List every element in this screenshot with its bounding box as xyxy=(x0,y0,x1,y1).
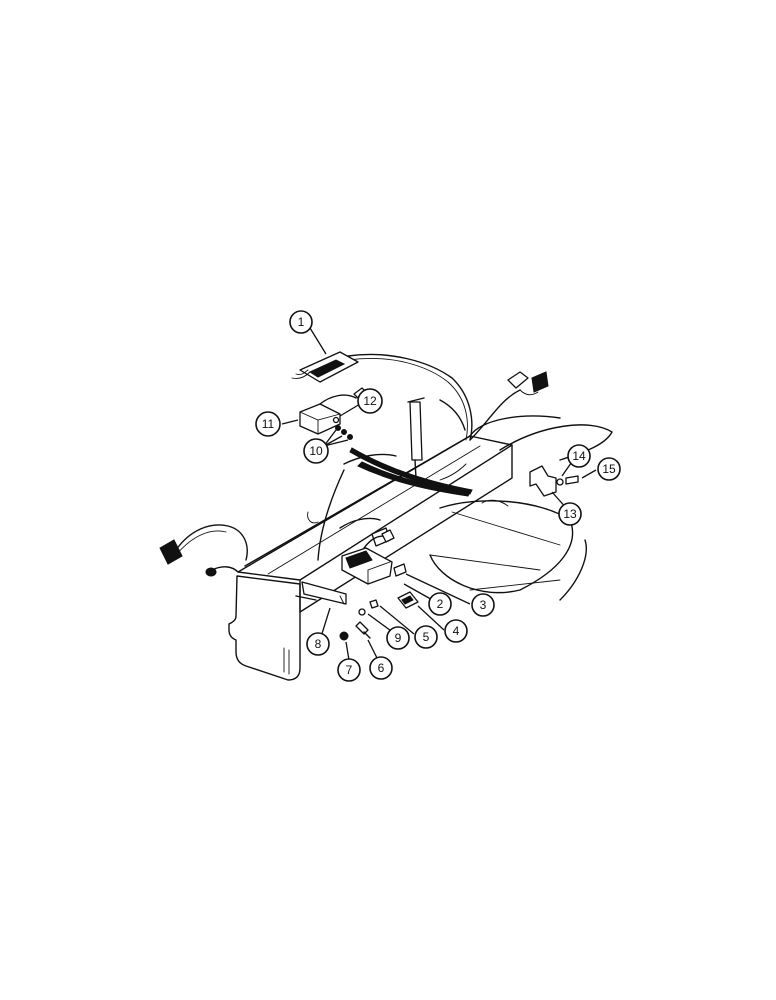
svg-text:15: 15 xyxy=(602,462,616,476)
item-7-nut xyxy=(339,631,349,641)
item-15-screw xyxy=(565,475,579,485)
callout-3: 3 xyxy=(471,593,495,617)
callout-8: 8 xyxy=(306,632,330,656)
svg-text:1: 1 xyxy=(298,315,305,329)
callout-7: 7 xyxy=(337,658,361,682)
item-11-box xyxy=(299,387,369,435)
svg-text:11: 11 xyxy=(262,417,275,431)
callout-15: 15 xyxy=(597,457,621,481)
svg-text:14: 14 xyxy=(572,449,586,463)
svg-text:8: 8 xyxy=(315,637,322,651)
item-14-washer xyxy=(556,478,564,486)
svg-text:3: 3 xyxy=(480,598,487,612)
item-9-washer xyxy=(358,608,366,616)
svg-text:5: 5 xyxy=(423,630,430,644)
item-10-12-fasteners xyxy=(332,416,353,440)
callout-11: 11 xyxy=(255,411,281,437)
item-4-switch xyxy=(397,591,419,609)
svg-text:10: 10 xyxy=(309,444,323,458)
callout-6: 6 xyxy=(369,656,393,680)
callout-9: 9 xyxy=(386,626,410,650)
frame-rail xyxy=(228,415,613,681)
svg-text:7: 7 xyxy=(346,663,353,677)
svg-text:2: 2 xyxy=(437,597,444,611)
wire-harness xyxy=(159,351,549,601)
item-8-bracket xyxy=(301,581,347,605)
callout-12: 12 xyxy=(357,388,383,414)
item-6-bolt xyxy=(355,621,371,639)
callout-13: 13 xyxy=(558,502,582,526)
item-3-bulb xyxy=(393,563,407,577)
svg-text:9: 9 xyxy=(395,631,402,645)
svg-text:6: 6 xyxy=(378,661,385,675)
callout-1: 1 xyxy=(289,310,313,334)
callout-2: 2 xyxy=(428,592,452,616)
item-13-bracket xyxy=(529,465,557,497)
item-2-lamp xyxy=(341,529,395,585)
svg-text:4: 4 xyxy=(453,624,460,638)
callout-10: 10 xyxy=(303,438,329,464)
svg-text:12: 12 xyxy=(363,394,377,408)
callout-5: 5 xyxy=(414,625,438,649)
callout-4: 4 xyxy=(444,619,468,643)
svg-text:13: 13 xyxy=(563,507,577,521)
callout-14: 14 xyxy=(567,444,591,468)
item-5-bulb xyxy=(369,599,379,609)
